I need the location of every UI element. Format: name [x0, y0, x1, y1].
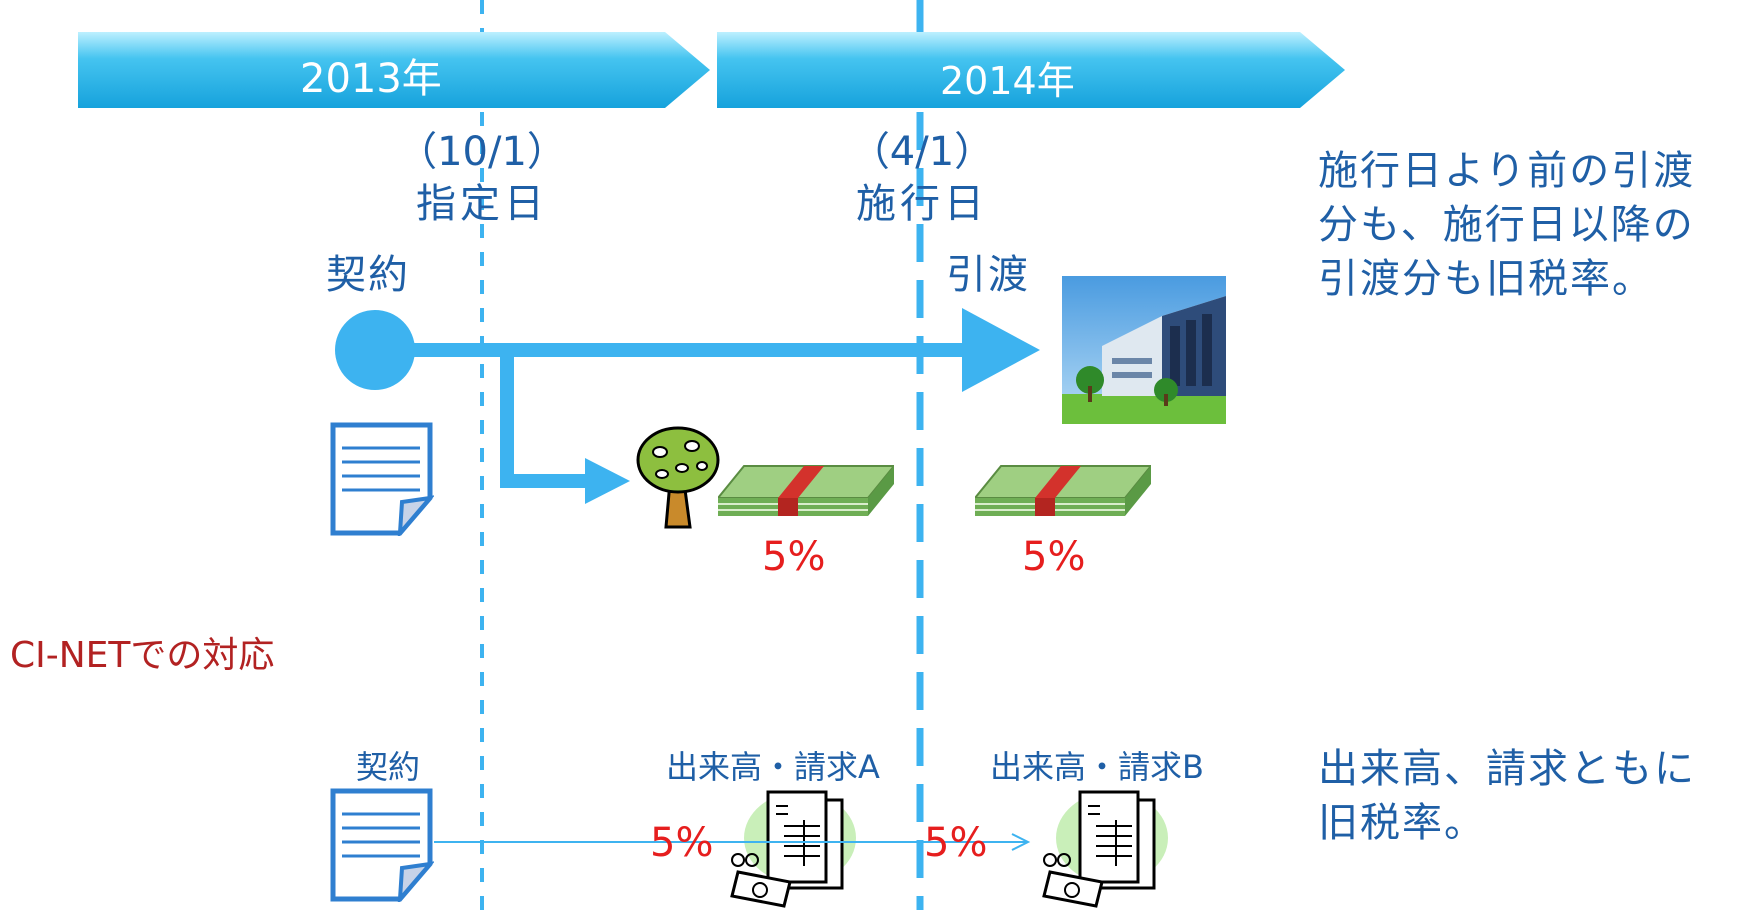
year-banner — [78, 32, 1345, 108]
building-icon — [1062, 276, 1226, 424]
main-arrow-head — [962, 308, 1040, 392]
upper-rate-b: 5% — [1022, 534, 1086, 580]
cinet-heading: CI-NETでの対応 — [10, 635, 275, 676]
cinet-contract-document-icon — [330, 788, 434, 902]
invoice-icon-a — [730, 790, 856, 908]
designated-date-label: （10/1） 指定日 — [372, 126, 592, 230]
money-stack-icon-b — [975, 465, 1151, 516]
year-2014-arrow — [717, 32, 1345, 108]
cinet-rate-a: 5% — [650, 820, 714, 866]
money-tree-icon — [636, 426, 720, 529]
branch-arrow-head — [585, 458, 630, 504]
upper-contract-label: 契約 — [326, 252, 410, 298]
upper-delivery-label: 引渡 — [946, 252, 1030, 298]
effective-date-paren: （4/1） — [849, 129, 995, 175]
designated-date-text: 指定日 — [416, 181, 548, 227]
cinet-contract-label: 契約 — [356, 748, 421, 786]
year-2013-label: 2013年 — [300, 56, 442, 102]
upper-rate-a: 5% — [762, 534, 826, 580]
year-2013-arrow — [78, 32, 710, 108]
year-2014-label: 2014年 — [940, 59, 1075, 103]
designated-date-paren: （10/1） — [397, 129, 567, 175]
invoice-icon-b — [1042, 790, 1168, 908]
contract-document-icon — [330, 422, 434, 536]
cinet-flow-head — [1011, 833, 1031, 851]
main-arrow-shaft — [375, 343, 970, 357]
cinet-invoice-b-label: 出来高・請求B — [990, 748, 1204, 786]
branch-arrow-horizontal — [500, 474, 590, 488]
upper-note: 施行日より前の引渡分も、施行日以降の引渡分も旧税率。 — [1318, 148, 1696, 302]
cinet-invoice-a-label: 出来高・請求A — [666, 748, 880, 786]
effective-date-text: 施行日 — [856, 181, 988, 227]
branch-arrow-vertical — [500, 350, 514, 488]
effective-date-label: （4/1） 施行日 — [812, 126, 1032, 230]
cinet-rate-b: 5% — [924, 820, 988, 866]
money-stack-icon-a — [718, 465, 894, 516]
lower-note: 出来高、請求ともに旧税率。 — [1318, 746, 1696, 846]
